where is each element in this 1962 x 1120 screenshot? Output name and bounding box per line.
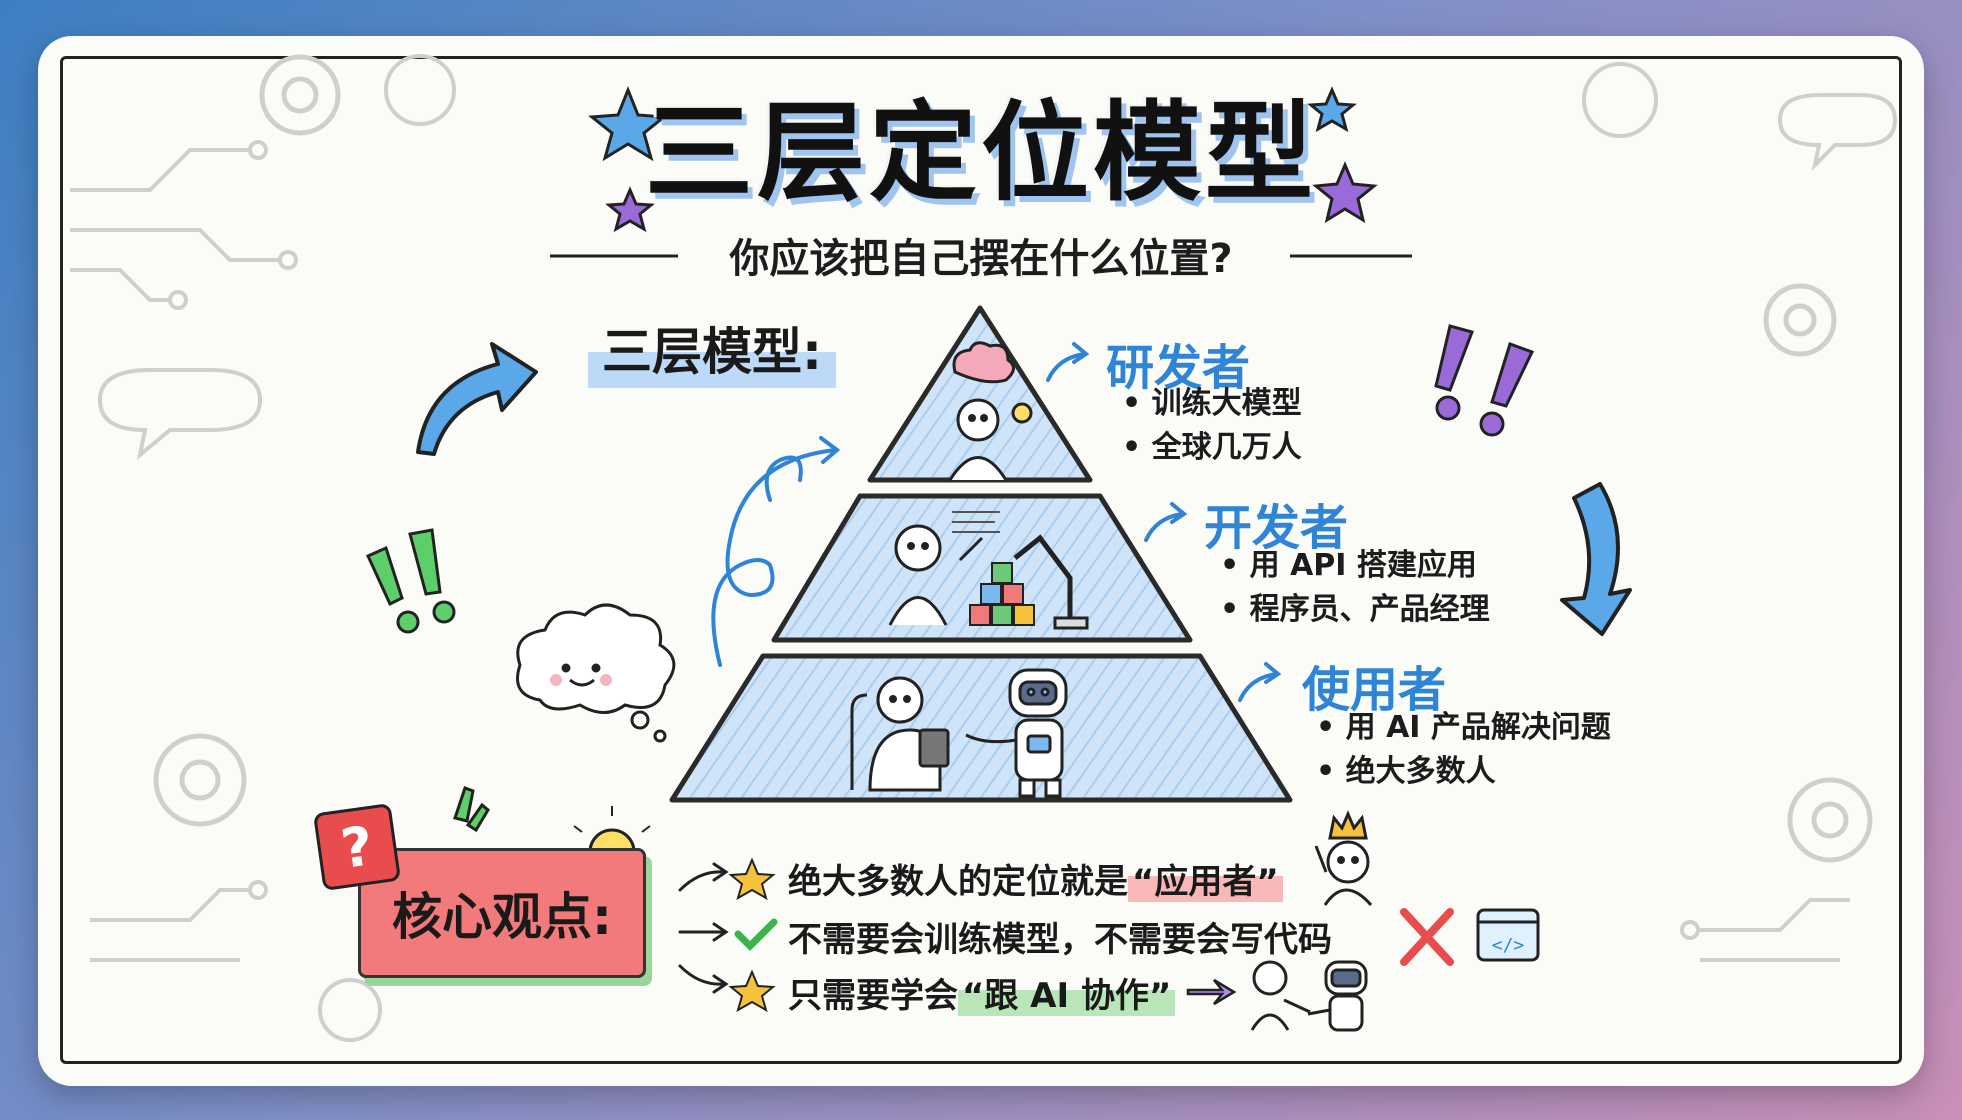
list-item: 绝大多数人 xyxy=(1316,750,1611,794)
code-window-icon: </> xyxy=(1476,908,1540,962)
tier-arrows xyxy=(711,342,1282,702)
list-item: 用 AI 产品解决问题 xyxy=(1316,706,1611,750)
tier-bullets-user: 用 AI 产品解决问题 绝大多数人 xyxy=(1316,706,1611,794)
check-icon xyxy=(734,918,778,951)
core-point-arrows xyxy=(678,862,729,994)
core-view-box: 核心观点: xyxy=(358,848,646,978)
page-title: 三层定位模型 xyxy=(644,91,1317,216)
pyramid-tier-bottom xyxy=(669,653,1293,803)
question-badge: ? xyxy=(312,802,402,892)
exclamation-icon xyxy=(366,324,1535,833)
brain-icon xyxy=(952,341,1015,384)
core-point-2: 不需要会训练模型，不需要会写代码 xyxy=(788,920,1332,960)
robot-icon xyxy=(965,668,1068,798)
lightbulb-icon xyxy=(1011,402,1033,424)
tier-bullets-researcher: 训练大模型 全球几万人 xyxy=(1122,382,1302,470)
list-item: 程序员、产品经理 xyxy=(1220,588,1490,632)
cross-tools-icon xyxy=(1400,908,1454,966)
user-figure xyxy=(850,676,950,792)
purple-arrow-icon xyxy=(1186,978,1237,1006)
gear-icon xyxy=(153,54,1873,863)
core-point-1: 绝大多数人的定位就是“应用者” xyxy=(788,854,1283,903)
model-label: 三层模型: xyxy=(588,308,836,388)
tier-bullets-developer: 用 API 搭建应用 程序员、产品经理 xyxy=(1220,544,1490,632)
handshake-figures xyxy=(1250,960,1368,1032)
circuit-doodles xyxy=(70,140,1850,962)
robot-arm-icon xyxy=(1013,534,1073,628)
star-icon xyxy=(728,857,776,901)
speech-bubble-icon xyxy=(97,93,1898,461)
pyramid-tier-top xyxy=(867,305,1093,483)
crown-icon xyxy=(1328,810,1368,840)
researcher-figure xyxy=(948,341,1033,481)
list-item: 全球几万人 xyxy=(1122,426,1302,470)
arrow-icon xyxy=(416,342,1632,636)
tablet-icon xyxy=(918,728,950,768)
list-item: 用 API 搭建应用 xyxy=(1220,544,1490,588)
svg-text:</>: </> xyxy=(1492,935,1525,956)
pyramid-tier-middle xyxy=(771,493,1193,643)
page-subtitle: 你应该把自己摆在什么位置? xyxy=(729,236,1233,282)
smiley-cloud-icon xyxy=(318,54,1658,1042)
list-item: 训练大模型 xyxy=(1122,382,1302,426)
star-icon xyxy=(728,969,776,1013)
smiling-cloud-icon xyxy=(516,603,676,743)
pyramid xyxy=(669,305,1293,803)
cycle-arrow xyxy=(711,436,841,667)
code-blocks-icon xyxy=(969,562,1035,626)
sketch-frame xyxy=(60,56,1902,1064)
star-icon xyxy=(588,85,1378,233)
crowned-figure xyxy=(1314,810,1373,906)
wrench-icon xyxy=(958,536,984,562)
developer-figure xyxy=(888,511,1089,630)
core-point-3: 只需要学会“跟 AI 协作” xyxy=(788,968,1176,1017)
